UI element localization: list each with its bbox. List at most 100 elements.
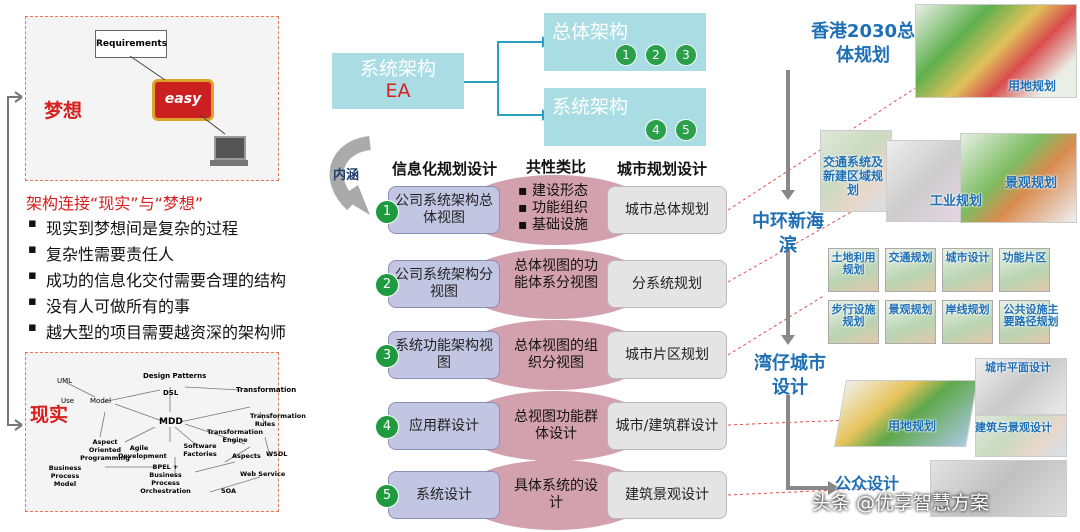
mdd-node-uml: UML xyxy=(57,377,73,385)
wanchai-landuse-map xyxy=(834,380,978,447)
industrial-map xyxy=(886,140,968,222)
tile-label: 交通规划 xyxy=(888,251,933,264)
easy-button-image: easy xyxy=(152,79,214,121)
row-5-left-box: 系统设计 xyxy=(388,471,500,519)
mdd-node-mdd: MDD xyxy=(159,417,183,427)
mdd-node-aspects: Aspects xyxy=(232,452,261,460)
requirements-box: Requirements xyxy=(95,30,167,58)
mdd-node-soa: SOA xyxy=(221,487,237,495)
mdd-node-engine: Transformation Engine xyxy=(207,428,263,444)
ea-card: 系统架构 EA xyxy=(332,53,464,109)
header-info-planning: 信息化规划设计 xyxy=(392,160,498,178)
bullet-item: 越大型的项目需要越资深的架构师 xyxy=(28,319,286,343)
city-plan-map xyxy=(975,358,1067,415)
ea-card-title: 系统架构 xyxy=(359,58,436,80)
mdd-node-factories: Software Factories xyxy=(183,442,217,458)
mdd-node-agile: Agile Development xyxy=(118,444,167,460)
traffic-label: 交通系统及新建区域规划 xyxy=(822,155,883,197)
computer-icon xyxy=(214,136,246,160)
dream-label: 梦想 xyxy=(44,100,83,122)
industrial-label: 工业规划 xyxy=(930,194,983,209)
mdd-node-wsdl: WSDL xyxy=(266,450,288,458)
wanchai-label: 湾仔城市设计 xyxy=(754,353,826,398)
neihan-curved-arrow xyxy=(329,136,372,215)
overall-num-2: 2 xyxy=(645,44,667,66)
overall-arch-title: 总体架构 xyxy=(552,21,629,43)
computer-base-icon xyxy=(210,160,248,166)
mdd-node-transformation: Transformation xyxy=(236,386,297,394)
tile-landuse xyxy=(828,248,879,292)
neihan-label: 内涵 xyxy=(333,168,360,183)
bullet-item: 没有人可做所有的事 xyxy=(28,293,190,317)
mdd-node-dsl: DSL xyxy=(163,389,179,397)
tile-function-zone xyxy=(999,248,1050,292)
tile-label: 土地利用规划 xyxy=(831,251,876,276)
watermark: 头条 @优享智慧方案 xyxy=(812,492,990,514)
landuse-label: 用地规划 xyxy=(1008,79,1057,93)
dream-reality-bracket xyxy=(7,91,23,431)
overall-num-3: 3 xyxy=(675,44,697,66)
row-3-mid: 总体视图的组织分视图 xyxy=(514,338,598,371)
tile-label: 岸线规划 xyxy=(945,303,990,316)
row-1-mid-bullet: ▪ 建设形态 xyxy=(518,183,588,199)
row-2-mid: 总体视图的功能体系分视图 xyxy=(514,258,598,291)
overall-num-1: 1 xyxy=(615,44,637,66)
landscape-map xyxy=(960,133,1077,223)
tile-traffic xyxy=(885,248,936,292)
row-4-right-box: 城市/建筑群设计 xyxy=(607,402,727,450)
dream-arrows xyxy=(129,55,226,135)
traffic-map xyxy=(820,130,892,212)
sysarch-num-5: 5 xyxy=(675,119,697,141)
tile-label: 城市设计 xyxy=(945,251,990,264)
row-2-left-box: 公司系统架构分视图 xyxy=(388,260,500,308)
row-4-left-box: 应用群设计 xyxy=(388,402,500,450)
row-2-right-box: 分系统规划 xyxy=(607,260,727,308)
bullet-item: 复杂性需要责任人 xyxy=(28,241,174,265)
mdd-node-bpel: BPEL + Business Process Orchestration xyxy=(140,463,191,495)
building-landscape-label: 建筑与景观设计 xyxy=(975,421,1052,434)
tile-label: 公共设施主要路径规划 xyxy=(1003,303,1059,328)
row-4-num: 4 xyxy=(375,415,399,439)
ea-card-subtitle: EA xyxy=(385,80,411,102)
row-2-num: 2 xyxy=(375,273,399,297)
mdd-node-design-patterns: Design Patterns xyxy=(143,372,207,380)
sysarch-num-4: 4 xyxy=(645,119,667,141)
hk-2030-map xyxy=(915,4,1077,98)
bullet-item: 成功的信息化交付需要合理的结构 xyxy=(28,267,286,291)
mdd-node-model: Model xyxy=(90,397,112,405)
row-1-right-box: 城市总体规划 xyxy=(607,186,727,234)
bullet-item: 现实到梦想间是复杂的过程 xyxy=(28,215,238,239)
mdd-node-bpm: Business Process Model xyxy=(48,464,82,488)
mdd-node-rules: Transformation Rules xyxy=(250,412,306,428)
public-design-label: 公众设计 xyxy=(835,474,900,493)
tile-public-facilities xyxy=(999,300,1050,344)
row-1-mid: ▪ 建设形态 ▪ 功能组织 ▪ 基础设施 xyxy=(518,183,588,234)
tile-shoreline xyxy=(942,300,993,344)
mdd-diagram-lines xyxy=(64,381,271,493)
row-3-num: 3 xyxy=(375,344,399,368)
bullets-heading: 架构连接“现实”与“梦想” xyxy=(26,194,204,213)
central-waterfront-label: 中环新海滨 xyxy=(752,211,824,256)
row-3-right-box: 城市片区规划 xyxy=(607,331,727,379)
row-1-num: 1 xyxy=(375,200,399,224)
row-1-left-box: 公司系统架构总体视图 xyxy=(388,186,500,234)
row-5-mid: 具体系统的设计 xyxy=(514,478,598,511)
mdd-node-use: Use xyxy=(61,397,75,405)
row-4-mid: 总视图功能群体设计 xyxy=(514,409,598,442)
header-city-planning: 城市规划设计 xyxy=(617,160,708,178)
row-1-mid-bullet: ▪ 基础设施 xyxy=(518,217,588,233)
tile-label: 功能片区 xyxy=(1002,251,1047,264)
tile-label: 步行设施规划 xyxy=(831,303,876,328)
reality-panel xyxy=(25,352,279,512)
building-landscape-map xyxy=(975,415,1067,457)
tile-pedestrian xyxy=(828,300,879,344)
row-5-right-box: 建筑景观设计 xyxy=(607,471,727,519)
wanchai-landuse-label: 用地规划 xyxy=(888,419,937,433)
hk-2030-title: 香港2030总体规划 xyxy=(810,21,916,66)
header-common-analogy: 共性类比 xyxy=(526,158,587,176)
row-1-mid-bullet: ▪ 功能组织 xyxy=(518,200,588,216)
mdd-node-aop: Aspect Oriented Programming xyxy=(80,438,130,462)
system-arch-title: 系统架构 xyxy=(552,96,629,118)
tile-urban-design xyxy=(942,248,993,292)
row-5-num: 5 xyxy=(375,484,399,508)
